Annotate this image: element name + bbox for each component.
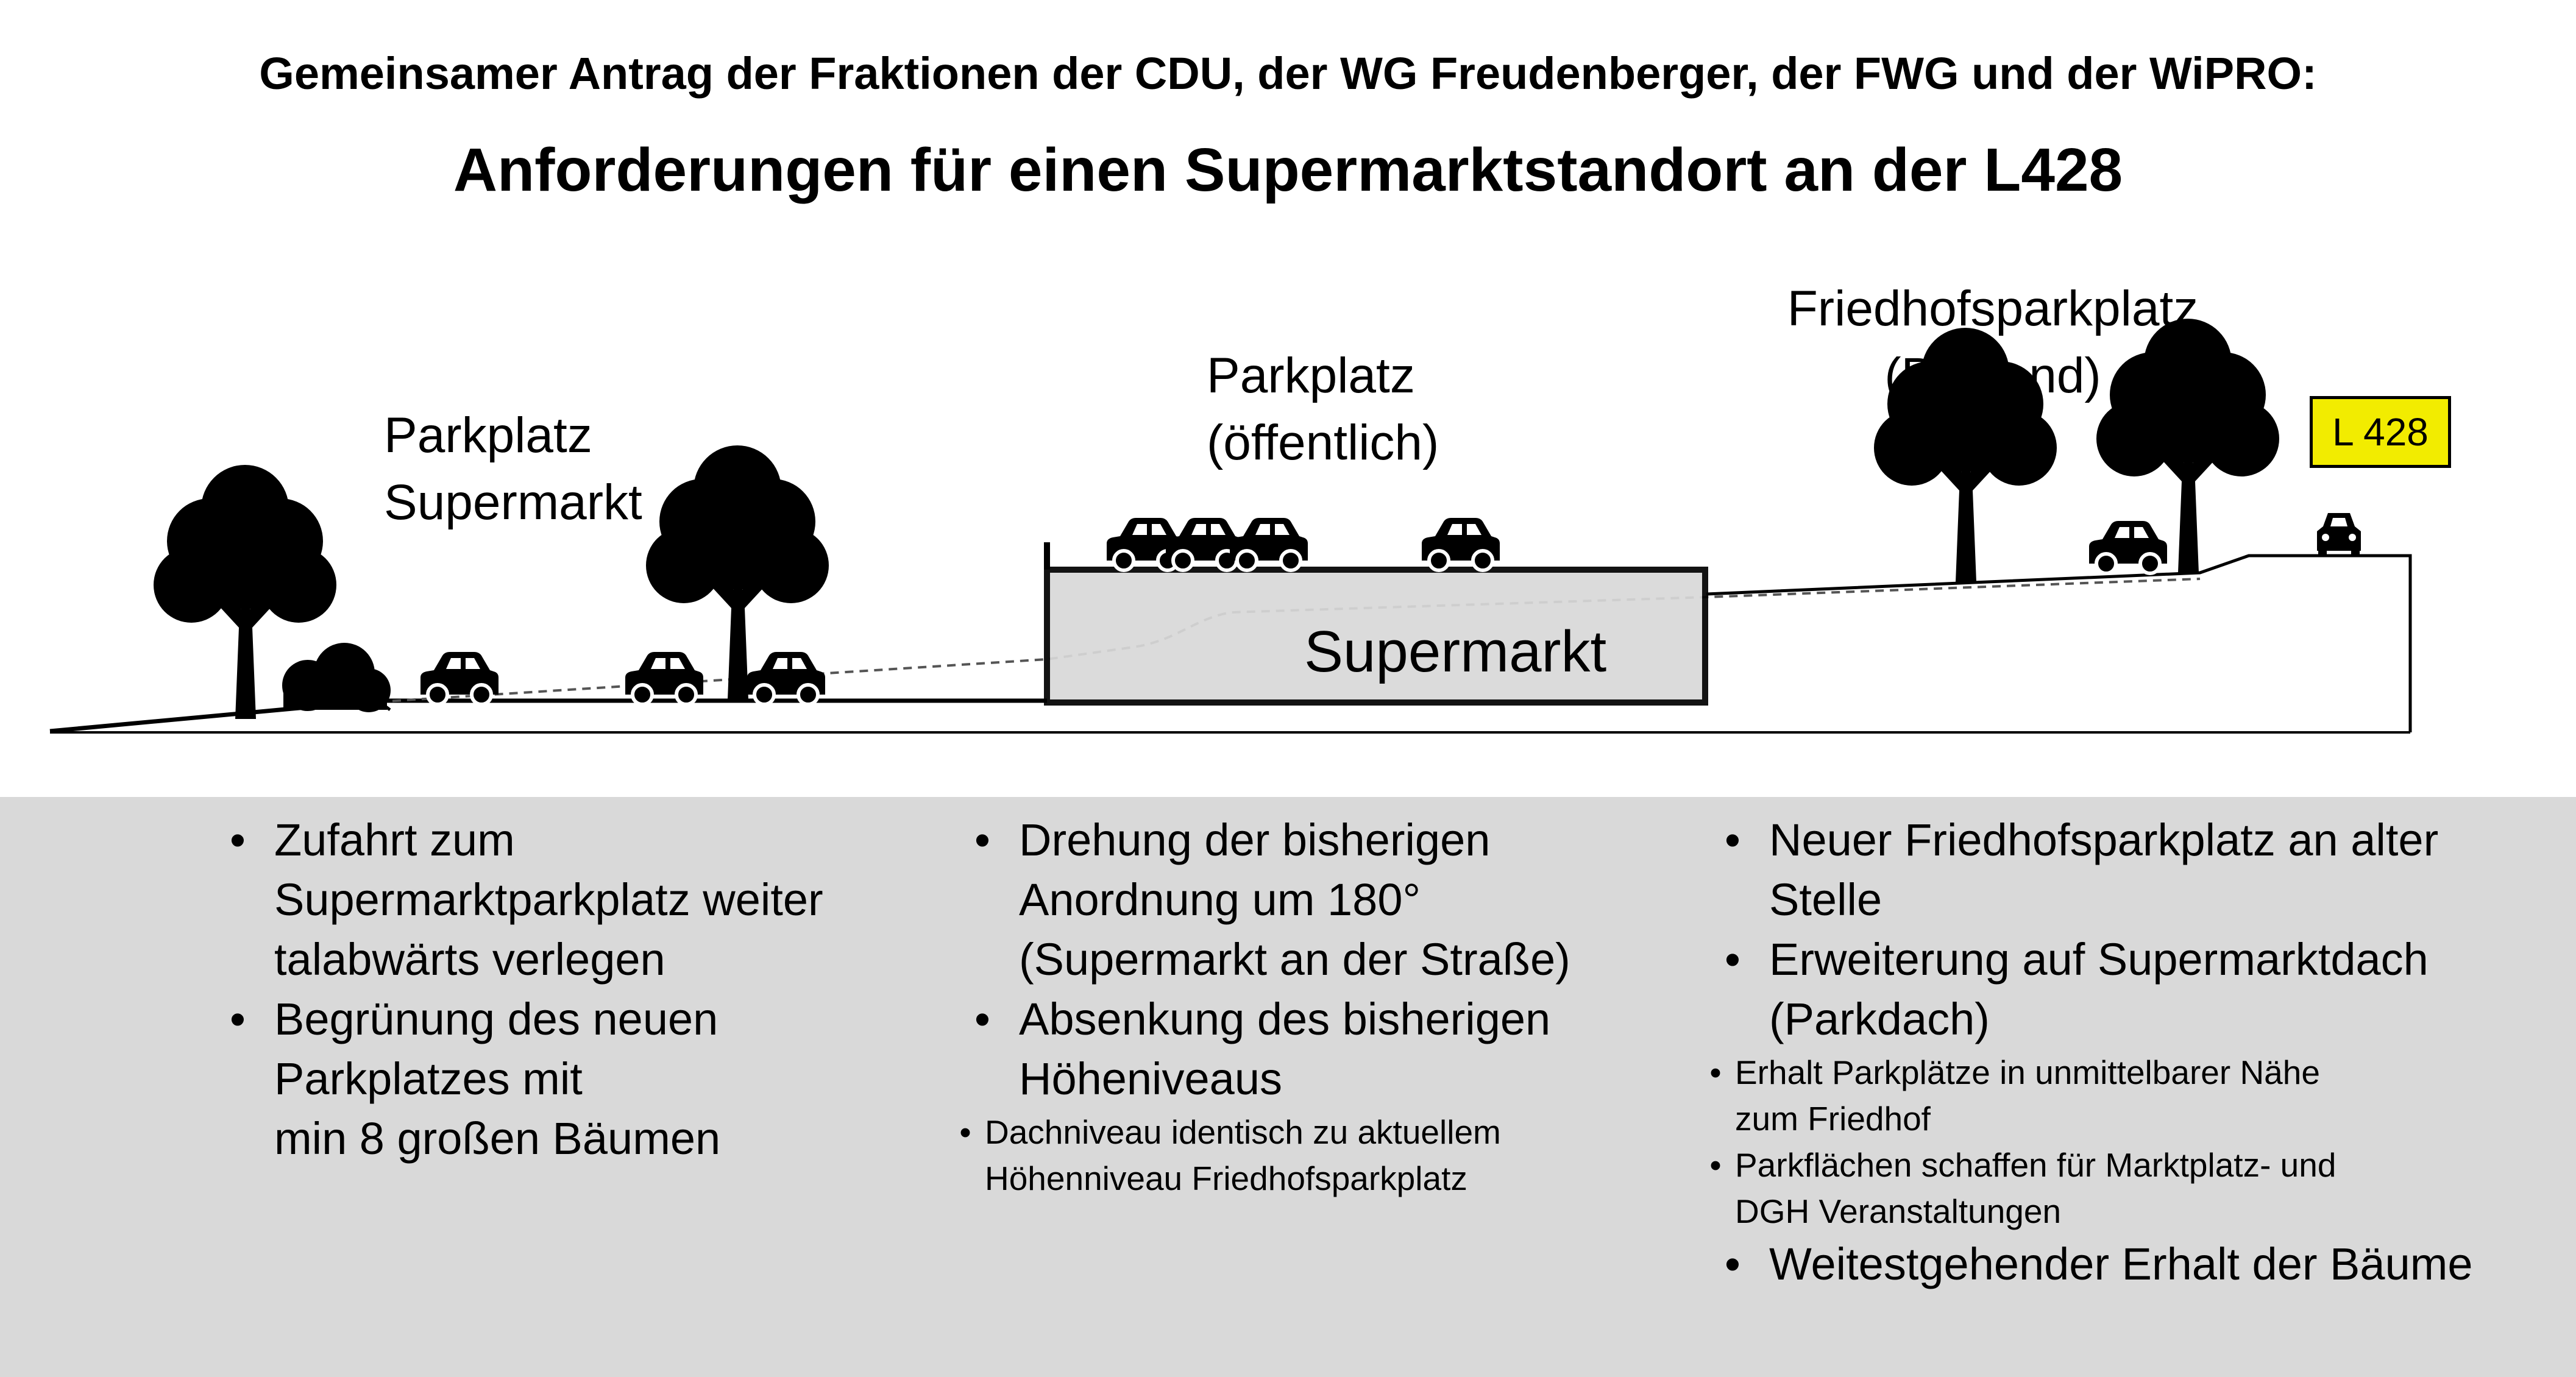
- car-icon: [747, 652, 825, 704]
- sub-bullet-item: Dachniveau identisch zu aktuellem Höhenn…: [946, 1109, 1570, 1202]
- label-parking-supermarket: Parkplatz Supermarkt: [384, 402, 642, 536]
- slide-subtitle: Gemeinsamer Antrag der Fraktionen der CD…: [259, 48, 2317, 99]
- bullet-line: Stelle: [1769, 874, 1882, 925]
- bullet-item: Neuer Friedhofsparkplatz an alter Stelle: [1696, 810, 2473, 930]
- terrain-line-upper: [1706, 554, 2412, 732]
- bullet-line: (Supermarkt an der Straße): [1019, 934, 1570, 985]
- label-line: Parkplatz: [1207, 348, 1415, 403]
- car-icon: [1230, 518, 1308, 570]
- bullet-line: Parkflächen schaffen für Marktplatz- und: [1735, 1146, 2336, 1184]
- bullet-item: Zufahrt zum Supermarktparkplatz weiter t…: [201, 810, 823, 989]
- bullet-line: Höheniveaus: [1019, 1053, 1282, 1104]
- bullet-line: Höhenniveau Friedhofsparkplatz: [985, 1159, 1467, 1197]
- requirements-column-1: Zufahrt zum Supermarktparkplatz weiter t…: [201, 810, 823, 1169]
- bullet-line: Drehung der bisherigen: [1019, 815, 1491, 865]
- bullet-line: Erhalt Parkplätze in unmittelbarer Nähe: [1735, 1053, 2320, 1091]
- slide-title: Anforderungen für einen Supermarktstando…: [453, 136, 2123, 204]
- label-line: Supermarkt: [384, 475, 642, 530]
- car-icon: [1422, 518, 1500, 570]
- bullet-item: Absenkung des bisherigen Höheniveaus: [946, 989, 1570, 1109]
- bullet-line: zum Friedhof: [1735, 1100, 1931, 1138]
- sub-bullet-item: Erhalt Parkplätze in unmittelbarer Nähe …: [1696, 1049, 2473, 1142]
- car-icon: [625, 652, 703, 704]
- bullet-line: talabwärts verlegen: [274, 934, 665, 985]
- car-front-icon: [2317, 513, 2361, 557]
- bullet-line: DGH Veranstaltungen: [1735, 1192, 2062, 1230]
- supermarket-building: [1044, 567, 1708, 706]
- label-cemetery-parking: Friedhofsparkplatz (Bestand): [1767, 275, 2218, 409]
- bullet-line: Neuer Friedhofsparkplatz an alter: [1769, 815, 2439, 865]
- bullet-line: Zufahrt zum: [274, 815, 515, 865]
- bullet-item: Erweiterung auf Supermarktdach (Parkdach…: [1696, 930, 2473, 1049]
- cross-section-diagram: [49, 319, 2412, 734]
- terrain-line: [49, 698, 1047, 734]
- car-icon: [2089, 521, 2167, 573]
- bush-icon: [282, 643, 391, 712]
- bullet-line: Begrünung des neuen: [274, 994, 719, 1044]
- requirements-column-3: Neuer Friedhofsparkplatz an alter Stelle…: [1696, 810, 2473, 1294]
- label-line: Parkplatz: [384, 408, 592, 463]
- bullet-line: Supermarktparkplatz weiter: [274, 874, 823, 925]
- bullet-line: Parkplatzes mit: [274, 1053, 583, 1104]
- requirements-panel: Zufahrt zum Supermarktparkplatz weiter t…: [0, 797, 2576, 1377]
- bullet-item: Weitestgehender Erhalt der Bäume: [1696, 1234, 2473, 1294]
- label-line: Friedhofsparkplatz: [1787, 281, 2199, 336]
- bullet-line: min 8 großen Bäumen: [274, 1113, 721, 1164]
- label-line: (öffentlich): [1207, 415, 1439, 470]
- bullet-line: (Parkdach): [1769, 994, 1990, 1044]
- bullet-line: Anordnung um 180°: [1019, 874, 1421, 925]
- requirements-column-2: Drehung der bisherigen Anordnung um 180°…: [946, 810, 1570, 1202]
- bullet-line: Erweiterung auf Supermarktdach: [1769, 934, 2429, 985]
- sub-bullet-item: Parkflächen schaffen für Marktplatz- und…: [1696, 1142, 2473, 1234]
- label-line: (Bestand): [1884, 348, 2101, 403]
- bullet-item: Begrünung des neuen Parkplatzes mit min …: [201, 989, 823, 1169]
- bullet-line: Dachniveau identisch zu aktuellem: [985, 1113, 1501, 1151]
- bullet-line: Weitestgehender Erhalt der Bäume: [1769, 1239, 2473, 1289]
- label-parking-public: Parkplatz (öffentlich): [1207, 342, 1439, 476]
- road-badge: L 428: [2310, 396, 2451, 468]
- bullet-line: Absenkung des bisherigen: [1019, 994, 1551, 1044]
- supermarket-label: Supermarkt: [1304, 619, 1607, 684]
- car-icon: [420, 652, 499, 704]
- bullet-item: Drehung der bisherigen Anordnung um 180°…: [946, 810, 1570, 989]
